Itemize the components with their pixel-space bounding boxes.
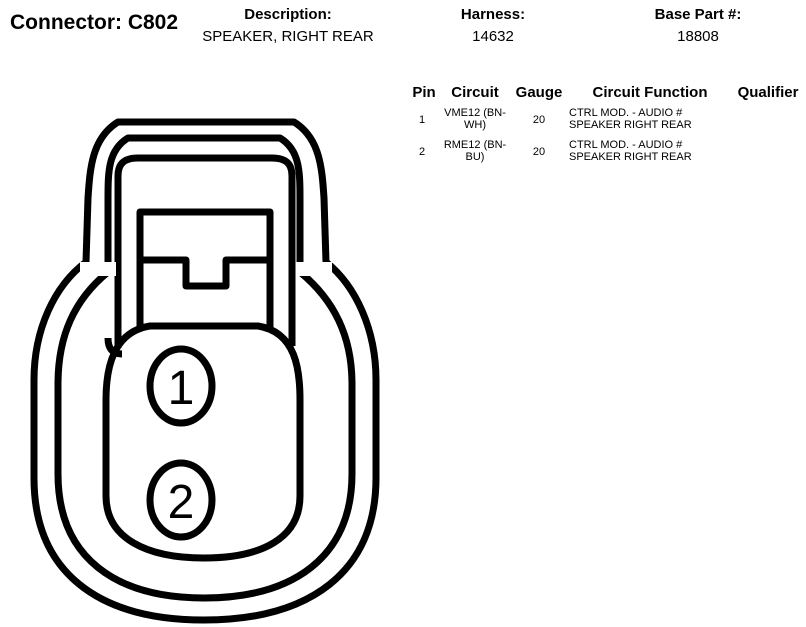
description-label: Description: (244, 6, 332, 23)
table-row-2-gauge: 20 (532, 146, 546, 158)
table-row-2-circuit-line2: BU) (465, 151, 485, 163)
table-row-2-function-line1: CTRL MOD. - AUDIO # (569, 139, 683, 151)
pin-cavity-outline (102, 322, 304, 562)
table-row-1-circuit: VME12 (BN- WH) (436, 107, 514, 131)
housing-outer-outline (30, 118, 380, 624)
table-row-2-circuit: RME12 (BN- BU) (436, 139, 514, 163)
latch-left-tick (104, 337, 123, 358)
table-row-1-function: CTRL MOD. - AUDIO # SPEAKER RIGHT REAR (569, 107, 739, 131)
pin-2-label: 2 (168, 476, 195, 529)
table-row-2-function: CTRL MOD. - AUDIO # SPEAKER RIGHT REAR (569, 139, 739, 163)
table-row-1-gauge: 20 (532, 114, 546, 126)
pin-2-circle (146, 459, 216, 541)
pin-1-circle (146, 345, 216, 427)
table-row-1-function-line1: CTRL MOD. - AUDIO # (569, 107, 683, 119)
column-header-pin: Pin (412, 84, 436, 101)
column-header-circuit-function: Circuit Function (592, 84, 708, 101)
table-row-2-function-line2: SPEAKER RIGHT REAR (569, 151, 692, 163)
table-row-2-circuit-line1: RME12 (BN- (443, 139, 507, 151)
column-header-qualifier: Qualifier (737, 84, 799, 101)
base-part-value: 18808 (677, 28, 719, 45)
description-value: SPEAKER, RIGHT REAR (202, 28, 374, 45)
table-row-1-circuit-line1: VME12 (BN- (444, 107, 506, 119)
latch-outline (114, 154, 296, 348)
table-row-2-pin: 2 (418, 146, 426, 158)
base-part-label: Base Part #: (654, 6, 742, 23)
harness-value: 14632 (472, 28, 514, 45)
pin-1-label: 1 (168, 362, 195, 415)
outer-shell-gap-left (80, 262, 116, 276)
outer-shell-gap-right (296, 262, 332, 276)
latch-detent (140, 256, 270, 290)
housing-inner-outline (54, 134, 356, 602)
connector-title: Connector: C802 (10, 11, 179, 34)
table-row-1-circuit-line2: WH) (464, 119, 486, 131)
table-row-1-function-line2: SPEAKER RIGHT REAR (569, 119, 692, 131)
harness-label: Harness: (460, 6, 526, 23)
column-header-circuit: Circuit (451, 84, 499, 101)
latch-window (136, 208, 274, 330)
column-header-gauge: Gauge (515, 84, 563, 101)
table-row-1-pin: 1 (418, 114, 426, 126)
